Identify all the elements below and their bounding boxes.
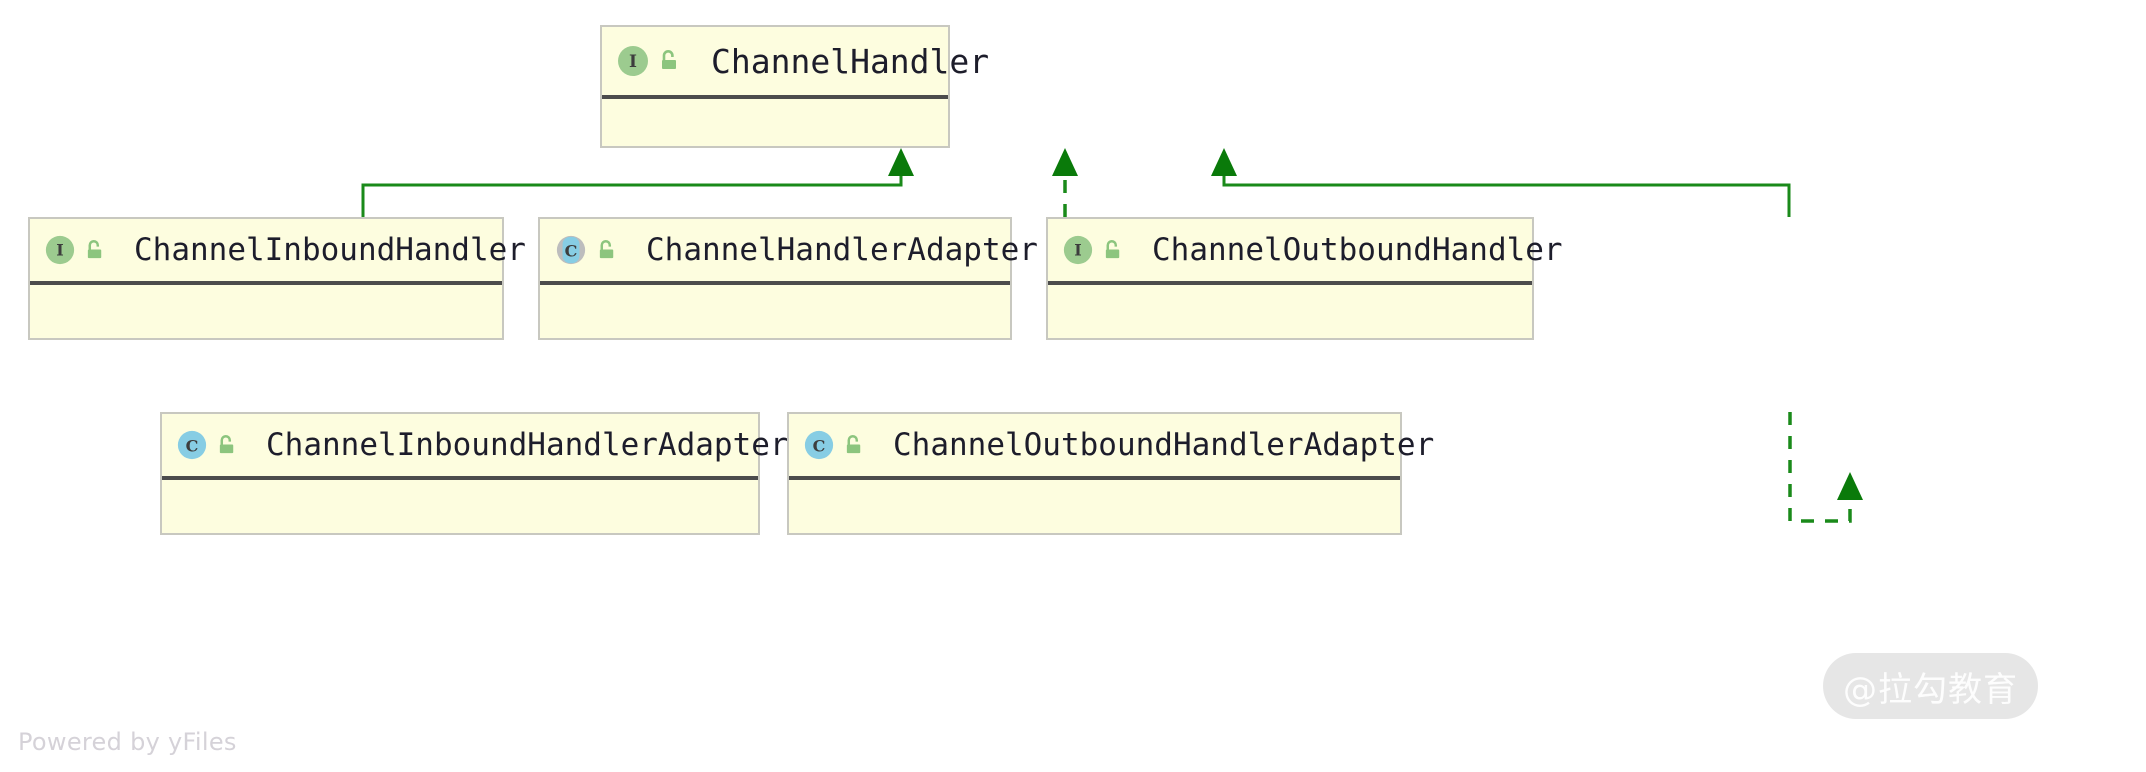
uml-node-title-row: C ChannelHandlerAdapter — [540, 219, 1038, 285]
edge-outbound-adapter-implements-outbound — [1788, 412, 1863, 523]
uml-node-name: ChannelInboundHandler — [134, 232, 526, 268]
svg-text:I: I — [1074, 241, 1081, 260]
svg-text:C: C — [186, 437, 199, 456]
svg-text:I: I — [56, 241, 63, 260]
interface-icon: I — [616, 44, 650, 78]
edge-inbound-extends-handler — [361, 148, 914, 217]
interface-icon: I — [44, 234, 76, 266]
edge-adapter-implements-handler — [1052, 148, 1078, 217]
open-lock-icon — [80, 239, 106, 262]
uml-node-channel-handler-adapter[interactable]: C ChannelHandlerAdapter — [538, 217, 1038, 340]
open-lock-icon — [839, 434, 865, 457]
uml-node-title-row: I ChannelInboundHandler — [30, 219, 526, 285]
open-lock-icon — [212, 434, 238, 457]
class-icon: C — [803, 429, 835, 461]
uml-node-members-compartment — [1048, 285, 1532, 338]
uml-node-members-compartment — [540, 285, 1010, 338]
uml-node-name: ChannelOutboundHandlerAdapter — [893, 427, 1435, 463]
uml-node-name: ChannelOutboundHandler — [1152, 232, 1563, 268]
svg-text:C: C — [813, 437, 826, 456]
yfiles-credit-watermark: Powered by yFiles — [18, 728, 237, 756]
svg-text:I: I — [629, 52, 637, 72]
uml-node-channel-outbound-handler[interactable]: I ChannelOutboundHandler — [1046, 217, 1563, 340]
uml-node-name: ChannelInboundHandlerAdapter — [266, 427, 789, 463]
uml-node-name: ChannelHandlerAdapter — [646, 232, 1038, 268]
uml-node-channel-inbound-handler[interactable]: I ChannelInboundHandler — [28, 217, 526, 340]
uml-node-title-row: I ChannelHandler — [602, 27, 989, 99]
open-lock-icon — [592, 239, 618, 262]
edge-outbound-extends-handler — [1211, 148, 1791, 217]
uml-node-members-compartment — [162, 480, 758, 533]
class-icon: C — [176, 429, 208, 461]
abstract-class-icon: C — [554, 234, 588, 266]
uml-node-members-compartment — [602, 99, 948, 146]
uml-node-name: ChannelHandler — [711, 41, 990, 81]
open-lock-icon — [1098, 239, 1124, 262]
uml-node-title-row: C ChannelOutboundHandlerAdapter — [789, 414, 1434, 480]
uml-node-channel-handler[interactable]: I ChannelHandler — [600, 25, 989, 148]
uml-node-channel-outbound-handler-adapter[interactable]: C ChannelOutboundHandlerAdapter — [787, 412, 1434, 535]
svg-text:C: C — [565, 242, 578, 261]
uml-node-title-row: C ChannelInboundHandlerAdapter — [162, 414, 789, 480]
open-lock-icon — [654, 49, 681, 73]
interface-icon: I — [1062, 234, 1094, 266]
uml-node-channel-inbound-handler-adapter[interactable]: C ChannelInboundHandlerAdapter — [160, 412, 789, 535]
lagou-watermark-text: @拉勾教育 — [1843, 669, 2018, 710]
uml-node-members-compartment — [789, 480, 1400, 533]
uml-node-members-compartment — [30, 285, 502, 338]
uml-node-title-row: I ChannelOutboundHandler — [1048, 219, 1563, 285]
lagou-watermark-badge: @拉勾教育 — [1823, 653, 2038, 719]
